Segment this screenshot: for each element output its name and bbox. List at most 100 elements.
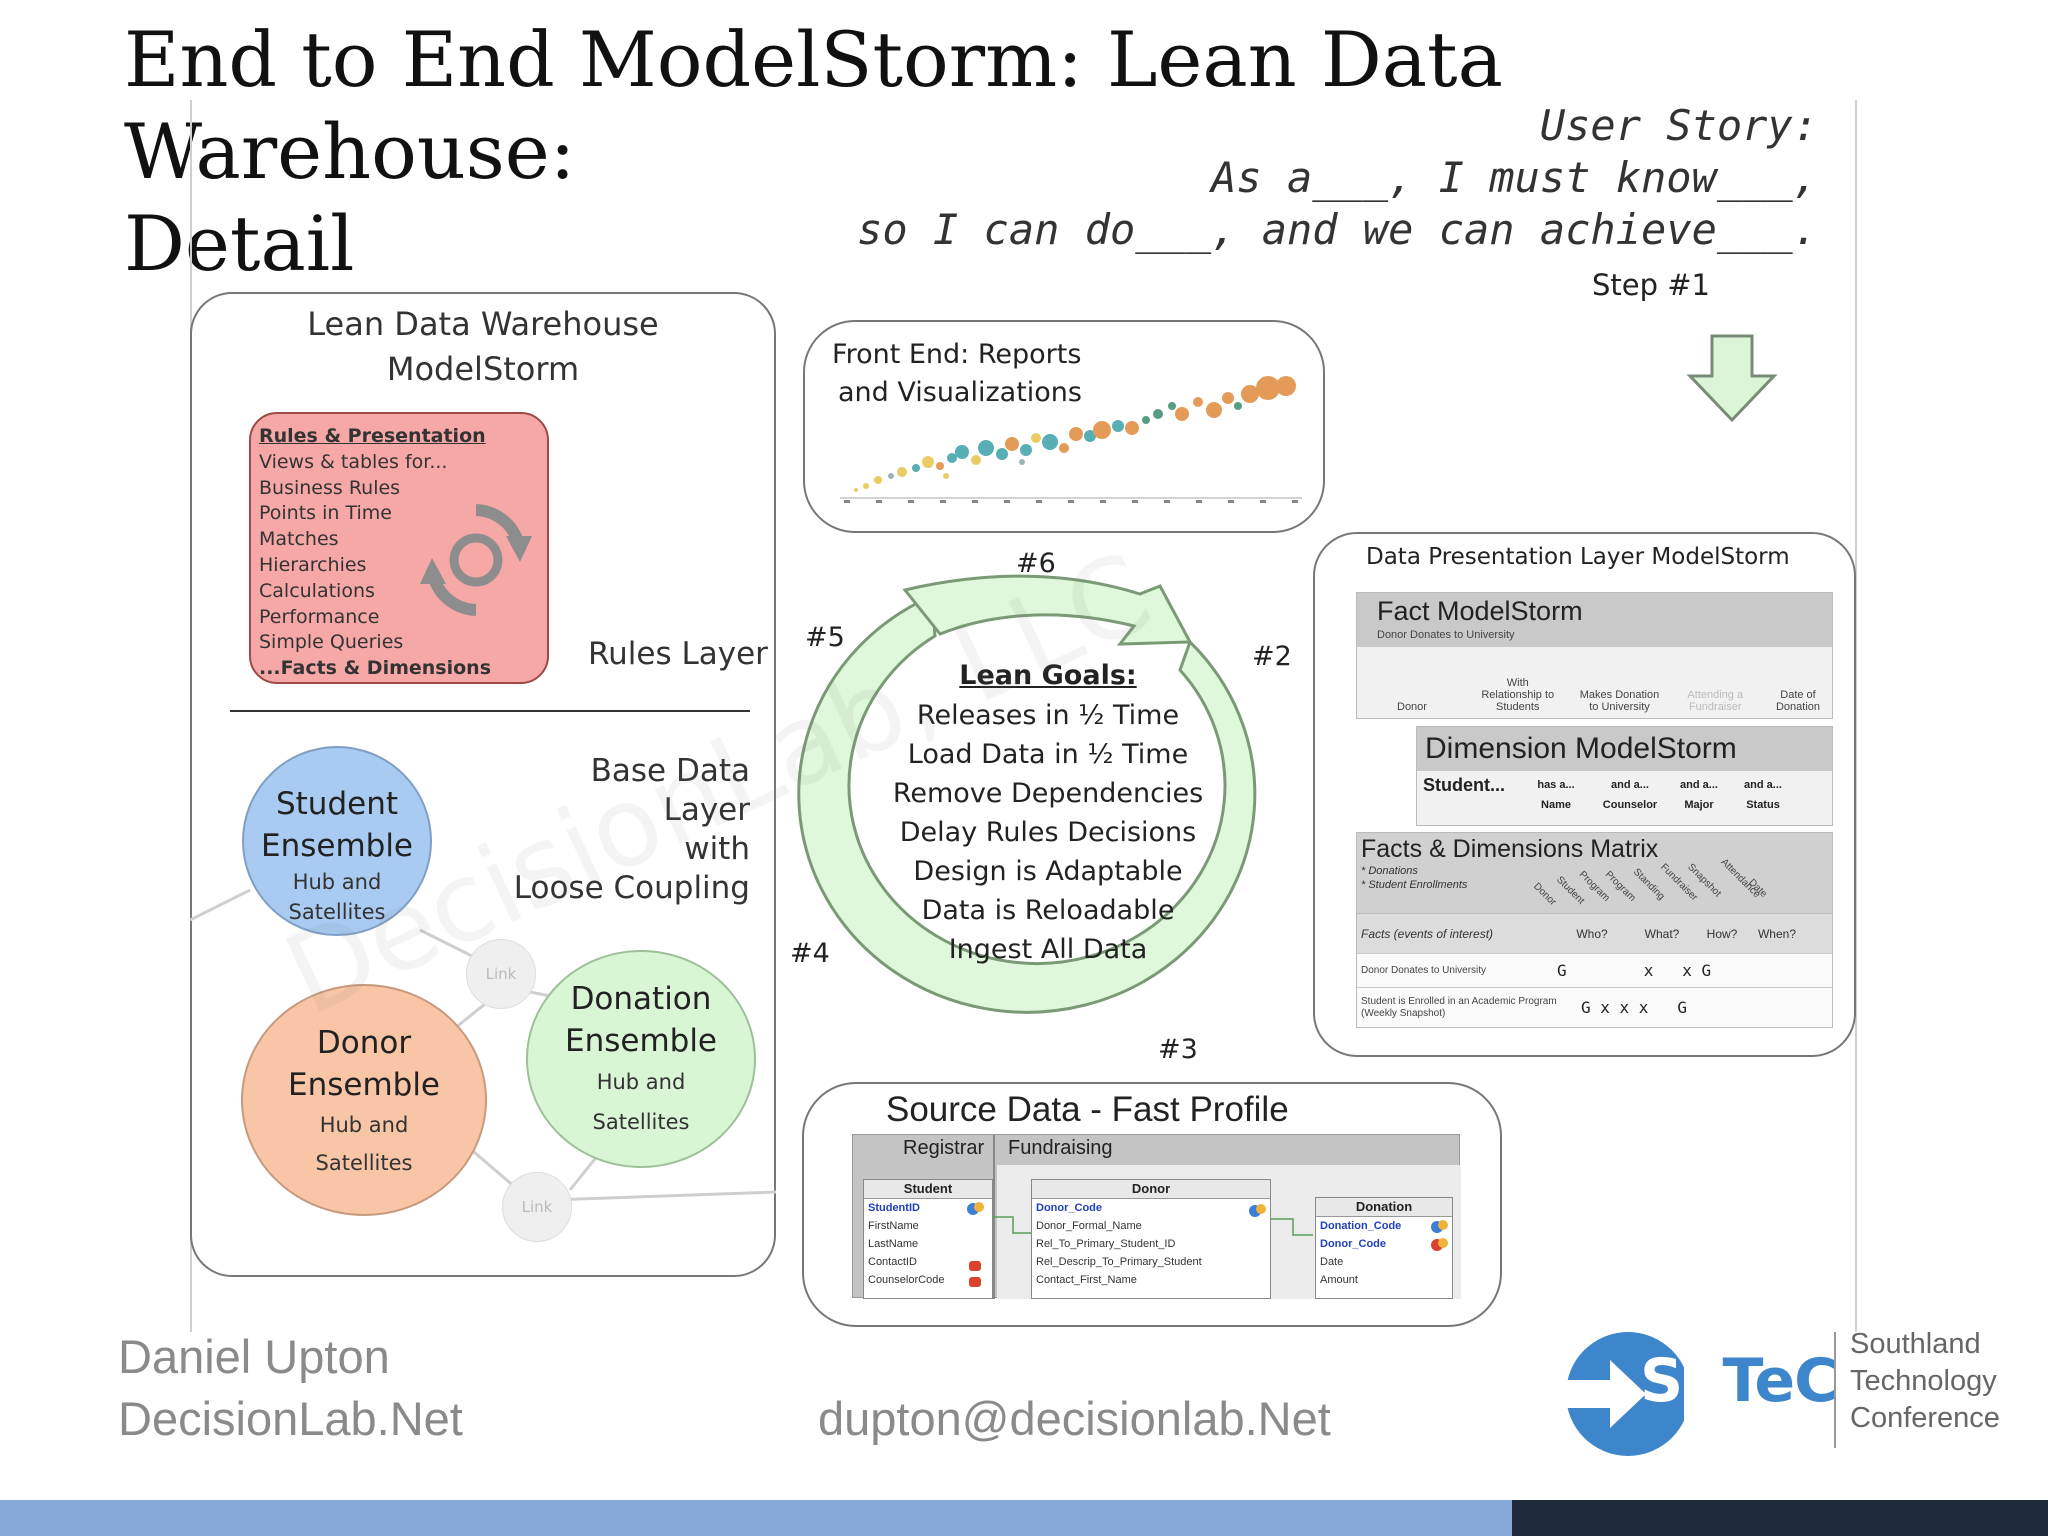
sotec-logo-icon <box>1564 1332 1684 1456</box>
conference-line-3: Conference <box>1850 1402 2000 1434</box>
sotec-logo-letters: SoTeC <box>1640 1346 1838 1416</box>
donation-table-row: Amount <box>1320 1274 1358 1286</box>
dim-col-top: and a... <box>1680 779 1718 791</box>
cycle-label-2: #2 <box>1252 641 1292 672</box>
step-1-label: Step #1 <box>1592 268 1710 302</box>
fundraising-tab: Fundraising <box>1008 1137 1113 1159</box>
donor-table-row: Contact_First_Name <box>1036 1274 1137 1286</box>
lean-dw-title-line-2: ModelStorm <box>386 350 580 388</box>
rules-item: Views & tables for... <box>259 450 448 473</box>
cycle-label-6: #6 <box>1016 548 1056 579</box>
donation-ensemble-name-1: Donation <box>570 981 712 1017</box>
matrix-row-cells: G x x G <box>1557 961 1712 980</box>
lean-goals: Lean Goals: Releases in ½ Time Load Data… <box>868 656 1228 969</box>
dim-col-bottom: Major <box>1684 799 1714 811</box>
donor-table: Donor Donor_Code Donor_Formal_Name Rel_T… <box>1031 1179 1271 1299</box>
matrix-note: * Donations <box>1361 865 1418 877</box>
student-table-row: ContactID <box>868 1256 917 1268</box>
donation-ensemble: Donation Ensemble Hub and Satellites <box>526 950 756 1168</box>
user-story: User Story: As a___, I must know___, so … <box>857 100 1818 256</box>
user-story-line-2: so I can do___, and we can achieve___. <box>857 205 1818 254</box>
dimension-col: and a... Major <box>1667 775 1731 815</box>
lean-goal-item: Releases in ½ Time <box>916 700 1180 731</box>
author-name: Daniel Upton <box>118 1330 390 1383</box>
image-frame-right <box>1855 100 1857 1332</box>
donation-ensemble-sub-1: Hub and <box>596 1070 686 1094</box>
dimension-col: and a...Counselor <box>1593 775 1667 815</box>
footer-bar-dark <box>1512 1500 2048 1536</box>
rules-item: Performance <box>259 605 380 628</box>
matrix-diagonal-headers: Donor Student Program Program Standing F… <box>1531 857 1831 911</box>
matrix-row-label: Student is Enrolled in an Academic Progr… <box>1361 995 1557 1019</box>
matrix-header-facts: Facts (events of interest) <box>1361 926 1494 941</box>
link-circle: Link <box>466 939 536 1009</box>
fact-col: Makes Donation to University <box>1579 689 1660 713</box>
base-layer-line-3: Loose Coupling <box>513 870 750 906</box>
dim-col-bottom: Counselor <box>1602 799 1658 811</box>
key-icon <box>1431 1220 1448 1251</box>
lean-goal-item: Delay Rules Decisions <box>899 817 1197 848</box>
lean-goal-item: Remove Dependencies <box>892 778 1204 809</box>
relationship-lines <box>993 1216 1313 1236</box>
student-table-row: StudentID <box>868 1202 920 1214</box>
matrix-diag-header: Donor <box>1531 880 1559 909</box>
matrix-row: Student is Enrolled in an Academic Progr… <box>1357 987 1832 1027</box>
student-table-row: CounselorCode <box>868 1274 945 1286</box>
slide-title: End to End ModelStorm: Lean Data Warehou… <box>124 14 1924 290</box>
refresh-cycle-icon <box>420 504 532 616</box>
logo-divider <box>1834 1332 1836 1448</box>
conference-name: Southland Technology Conference <box>1850 1326 2000 1437</box>
student-ensemble-sub-2: Satellites <box>288 900 386 924</box>
student-ensemble: Student Ensemble Hub and Satellites <box>242 746 432 936</box>
data-presentation-title: Data Presentation Layer ModelStorm <box>1366 544 1790 570</box>
front-end-line-2: and Visualizations <box>838 377 1082 408</box>
cycle-label-3: #3 <box>1158 1034 1198 1065</box>
user-story-heading: User Story: <box>1539 101 1818 150</box>
rules-item: Points in Time <box>259 502 392 525</box>
lean-cycle-arrow <box>797 574 1257 1014</box>
donor-table-row: Donor_Formal_Name <box>1036 1220 1142 1232</box>
lean-dw-panel-title: Lean Data Warehouse ModelStorm <box>190 302 776 392</box>
lean-goal-item: Load Data in ½ Time <box>907 739 1189 770</box>
donor-table-name: Donor <box>1032 1180 1270 1199</box>
sotec-logo-text: SoTeC <box>1640 1346 1838 1416</box>
matrix-row: Donor Donates to University G x x G <box>1357 953 1832 987</box>
student-table: Student StudentID FirstName LastName Con… <box>863 1179 993 1299</box>
fact-modelstorm-sub: Donor Donates to University <box>1377 629 1515 641</box>
front-end-title: Front End: Reports and Visualizations <box>832 336 1082 412</box>
matrix-title: Facts & Dimensions Matrix <box>1361 835 1659 863</box>
key-icon <box>967 1202 984 1287</box>
rules-item: Calculations <box>259 579 375 602</box>
front-end-line-1: Front End: Reports <box>832 339 1082 370</box>
student-ensemble-name-1: Student <box>275 786 399 822</box>
fact-col: Date of Donation <box>1775 689 1821 713</box>
key-icon <box>1249 1204 1266 1217</box>
author-site: DecisionLab.Net <box>118 1392 463 1445</box>
link-circle: Link <box>502 1172 572 1242</box>
matrix-header-when: When? <box>1757 926 1797 941</box>
footer-bar-blue <box>0 1500 1512 1536</box>
donation-table-row: Donor_Code <box>1320 1238 1386 1250</box>
donor-ensemble-name-2: Ensemble <box>287 1067 441 1103</box>
source-schema-canvas: Registrar Fundraising Student StudentID … <box>852 1134 1461 1299</box>
fact-col: Donor <box>1397 701 1427 713</box>
matrix-row-cells: G x x x G <box>1581 998 1687 1017</box>
student-table-row: FirstName <box>868 1220 919 1232</box>
rules-item: Business Rules <box>259 476 401 499</box>
donor-ensemble-sub-1: Hub and <box>319 1113 409 1137</box>
donation-ensemble-name-2: Ensemble <box>564 1023 718 1059</box>
donor-table-row: Rel_To_Primary_Student_ID <box>1036 1238 1176 1250</box>
base-data-layer-label: Base Data Layer with Loose Coupling <box>500 752 750 908</box>
user-story-line-1: As a___, I must know___, <box>1211 153 1818 202</box>
lean-goal-item: Ingest All Data <box>948 934 1148 965</box>
author-email[interactable]: dupton@decisionlab.Net <box>818 1392 1331 1445</box>
dimension-col: has a...Name <box>1519 775 1593 815</box>
donation-table-name: Donation <box>1316 1198 1452 1217</box>
lean-goal-item: Design is Adaptable <box>913 856 1183 887</box>
fact-col: With Relationship to Students <box>1481 677 1555 713</box>
donor-ensemble: Donor Ensemble Hub and Satellites <box>241 984 487 1216</box>
title-line-2: Detail <box>124 199 355 288</box>
donation-table-row: Donation_Code <box>1320 1220 1402 1232</box>
dimension-col: and a...Status <box>1731 775 1795 815</box>
registrar-tab: Registrar <box>903 1137 985 1159</box>
